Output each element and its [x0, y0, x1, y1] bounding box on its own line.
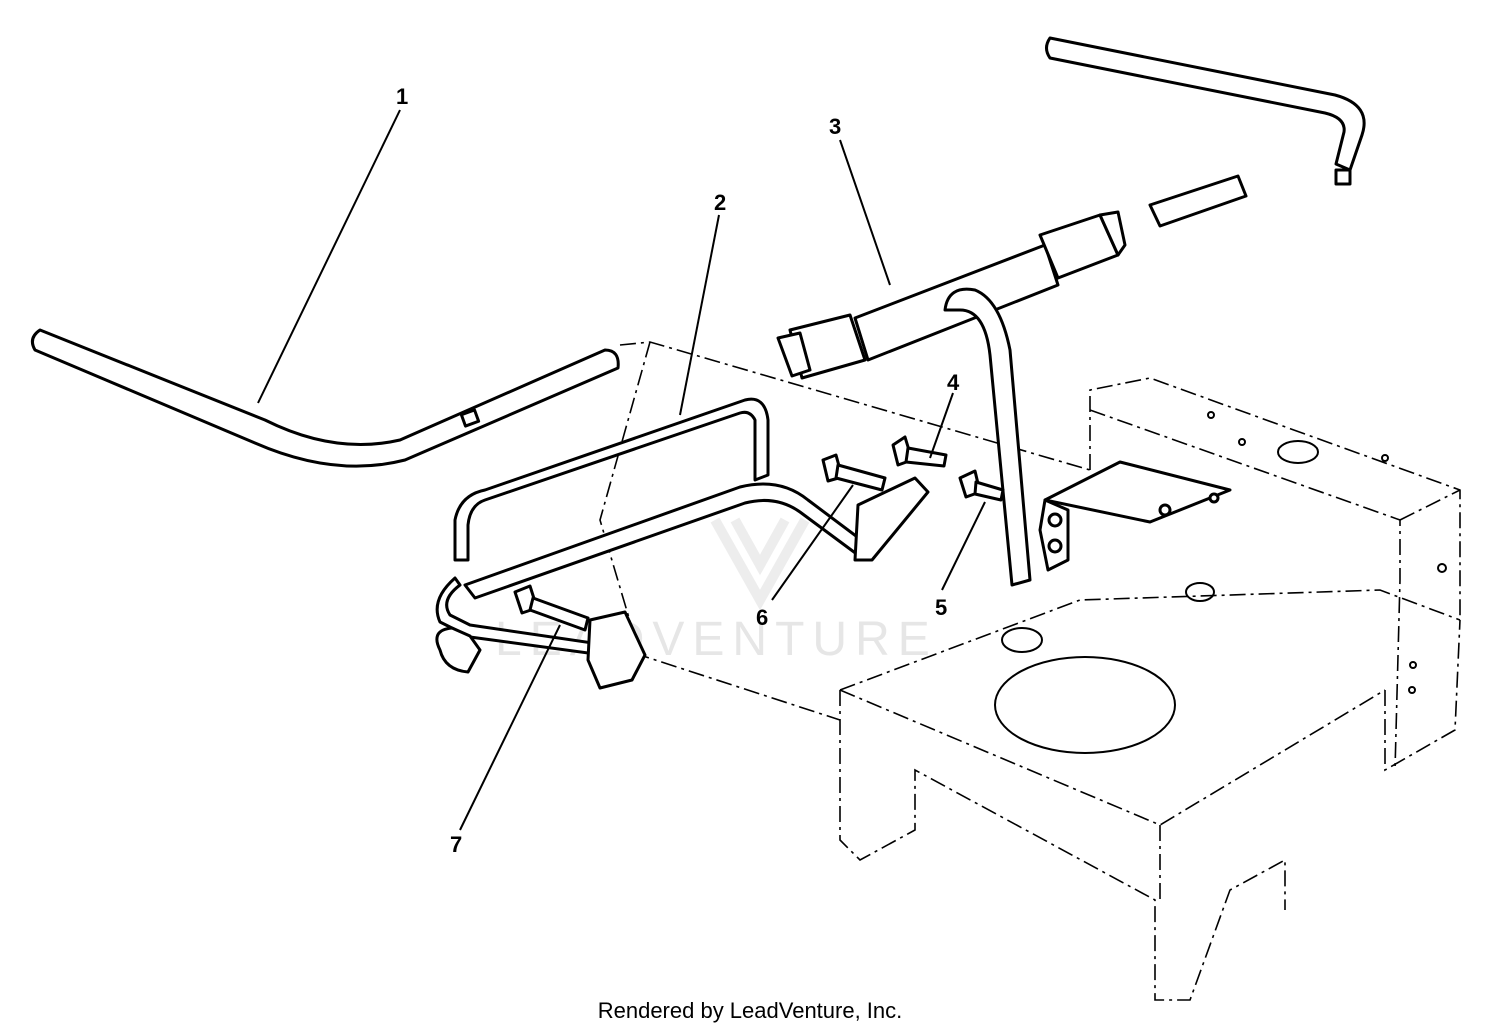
bolt-middle: [821, 453, 887, 492]
leader-lines: [257, 109, 986, 831]
deck-hole-top: [1277, 440, 1319, 464]
footer-credit: Rendered by LeadVenture, Inc.: [597, 998, 903, 1023]
watermark-logo: [710, 517, 810, 611]
deck-hole-small-2: [1185, 582, 1215, 602]
callout-7: 7: [450, 832, 462, 857]
callout-labels: 1 2 3 4 5 6 7: [396, 84, 960, 857]
mount-bracket-right: [1038, 460, 1232, 572]
deck-hole-large: [994, 656, 1176, 754]
callout-5: 5: [935, 595, 947, 620]
grab-bar-frame: [435, 397, 930, 690]
deck-hole-small-1: [1001, 627, 1043, 653]
callout-6: 6: [756, 605, 768, 630]
callout-3: 3: [829, 114, 841, 139]
callout-2: 2: [714, 190, 726, 215]
control-bar-assembly: [776, 36, 1366, 587]
bolt-upper: [891, 435, 948, 468]
bolt-front: [513, 584, 590, 632]
mower-frame: [599, 341, 1461, 1001]
callout-4: 4: [947, 370, 960, 395]
handle-tube-left: [30, 328, 620, 468]
bolt-lower: [958, 469, 1005, 502]
callout-1: 1: [396, 84, 408, 109]
